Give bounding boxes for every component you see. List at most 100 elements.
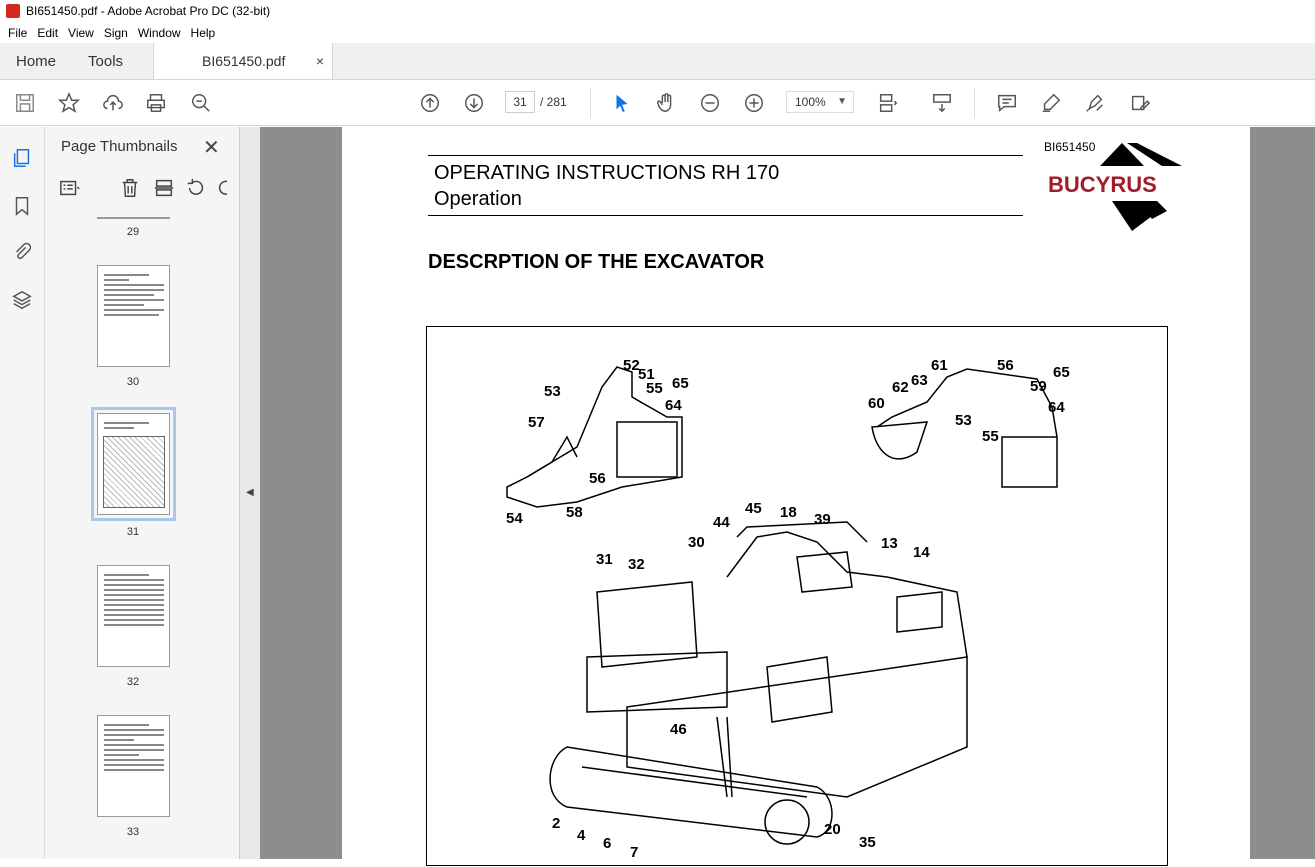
toolbar-divider [974,88,975,118]
tab-document[interactable]: BI651450.pdf × [153,43,334,79]
keyboard-scroll-icon[interactable] [930,91,954,115]
zoom-search-icon[interactable] [189,91,213,115]
menu-help[interactable]: Help [190,25,216,40]
close-panel-icon[interactable]: ✕ [203,137,220,159]
page-layout-icon[interactable] [876,91,900,115]
callout-label: 51 [638,366,655,383]
print-icon[interactable] [144,91,168,115]
callout-label: 20 [824,821,841,838]
toolbar [0,80,1315,126]
document-view[interactable]: OPERATING INSTRUCTIONS RH 170 Operation … [260,127,1315,866]
callout-label: 60 [868,395,885,412]
panel-collapse-bar[interactable]: ◀ [240,127,260,859]
bucyrus-logo-text: BUCYRUS [1048,172,1157,197]
menu-sign[interactable]: Sign [103,25,128,40]
header-line-1: OPERATING INSTRUCTIONS RH 170 [434,162,780,184]
thumbnail-page-31[interactable] [91,407,176,521]
pdf-page: OPERATING INSTRUCTIONS RH 170 Operation … [342,127,1250,866]
attachment-icon[interactable] [11,241,35,265]
bookmark-icon[interactable] [11,195,35,219]
thumbnail-label: 33 [126,826,140,838]
thumbnail-page-30[interactable] [97,265,170,367]
callout-label: 61 [931,357,948,374]
callout-label: 2 [552,815,561,832]
toolbar-divider [590,88,591,118]
tab-home[interactable]: Home [16,52,57,70]
edit-pdf-icon[interactable] [1128,91,1152,115]
callout-label: 31 [596,551,613,568]
callout-label: 30 [688,534,705,551]
callout-label: 45 [745,500,762,517]
callout-label: 56 [997,357,1014,374]
select-cursor-icon[interactable] [610,91,634,115]
callout-label: 32 [628,556,645,573]
comment-icon[interactable] [995,91,1019,115]
highlight-pen-icon[interactable] [1039,91,1063,115]
page-number-input[interactable]: 31 [505,91,535,113]
hand-tool-icon[interactable] [654,91,678,115]
upload-cloud-icon[interactable] [101,91,125,115]
callout-label: 6 [603,835,612,852]
chevron-down-icon: ▼ [837,96,847,107]
collapse-arrow-icon[interactable]: ◀ [246,487,254,498]
callout-label: 64 [1048,399,1065,416]
tab-document-label: BI651450.pdf [202,53,286,69]
excavator-figure: 52 51 53 55 65 64 57 56 54 58 61 56 62 6… [426,326,1168,866]
split-page-icon[interactable] [153,177,177,201]
thumbnail-figure [103,436,165,508]
callout-label: 4 [577,827,586,844]
thumbnail-label: 32 [126,676,140,688]
previous-page-icon[interactable] [418,91,442,115]
bucyrus-logo-mark [1100,143,1182,231]
page-thumbnails-icon[interactable] [11,147,35,171]
save-icon[interactable] [13,91,37,115]
callout-label: 53 [955,412,972,429]
callout-label: 7 [630,844,639,861]
close-tab-icon[interactable]: × [315,53,325,69]
excavator-drawing [506,366,1058,845]
tab-tools[interactable]: Tools [88,52,124,70]
callout-label: 14 [913,544,930,561]
page-count: / 281 [540,95,567,109]
next-page-icon[interactable] [462,91,486,115]
callout-label: 63 [911,372,928,389]
callout-label: 18 [780,504,797,521]
panel-title: Page Thumbnails [61,138,178,155]
zoom-out-icon[interactable] [698,91,722,115]
thumbnail-page-32[interactable] [97,565,170,667]
menu-window[interactable]: Window [137,25,181,40]
options-menu-icon[interactable] [59,177,83,201]
callout-label: 53 [544,383,561,400]
delete-icon[interactable] [119,177,143,201]
callout-label: 54 [506,510,523,527]
callout-label: 46 [670,721,687,738]
rotate-clockwise-icon[interactable] [215,177,227,201]
document-id: BI651450 [1044,140,1096,154]
callout-label: 62 [892,379,909,396]
doc-header-title: OPERATING INSTRUCTIONS RH 170 Operation [434,160,779,212]
thumbnail-label: 31 [126,526,140,538]
panel-toolbar [59,177,229,203]
zoom-select[interactable]: 100% ▼ [786,91,854,113]
layers-icon[interactable] [11,289,35,313]
title-bar: BI651450.pdf - Adobe Acrobat Pro DC (32-… [0,0,1315,22]
callout-label: 56 [589,470,606,487]
menu-view[interactable]: View [68,25,94,40]
thumbnail-label: 30 [126,376,140,388]
callout-label: 44 [713,514,730,531]
draw-sign-icon[interactable] [1083,91,1107,115]
thumbnail-29-bottom [97,217,170,219]
callout-label: 64 [665,397,682,414]
menu-file[interactable]: File [8,25,28,40]
menu-edit[interactable]: Edit [37,25,59,40]
thumbnail-page-33[interactable] [97,715,170,817]
zoom-in-icon[interactable] [742,91,766,115]
thumbnail-label: 29 [126,226,140,238]
star-icon[interactable] [57,91,81,115]
callout-label: 58 [566,504,583,521]
rotate-icon[interactable] [185,177,209,201]
acrobat-icon [6,4,20,18]
callout-label: 65 [1053,364,1070,381]
tab-bar: Home Tools BI651450.pdf × [0,43,1315,80]
section-heading: DESCRPTION OF THE EXCAVATOR [428,251,765,273]
